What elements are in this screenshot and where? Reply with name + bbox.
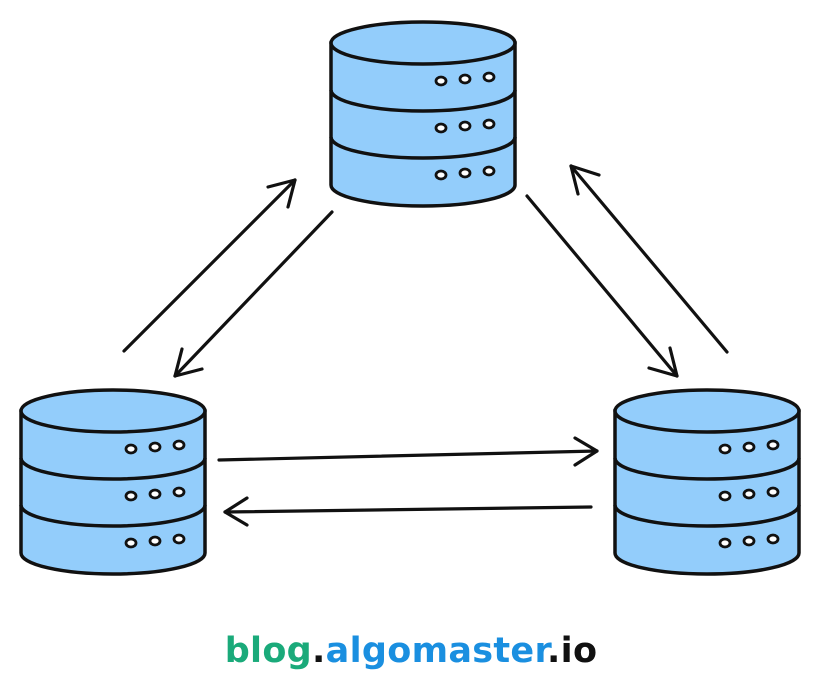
- watermark-io: io: [560, 631, 598, 671]
- site-watermark: blog.algomaster.io: [0, 626, 822, 676]
- watermark-dot-1: .: [312, 631, 326, 671]
- arrow-right-to-left: [223, 496, 593, 527]
- watermark-dot-2: .: [547, 631, 561, 671]
- watermark-blog: blog: [224, 631, 313, 671]
- arrow-right-to-top: [569, 164, 729, 354]
- arrow-top-to-right: [525, 194, 679, 378]
- arrow-left-to-top: [122, 178, 297, 353]
- arrow-top-to-left: [173, 210, 334, 378]
- watermark-algomaster: algomaster: [325, 631, 548, 671]
- database-left-icon: [19, 388, 207, 576]
- database-top-icon: [329, 20, 517, 208]
- database-right-icon: [613, 388, 801, 576]
- arrow-left-to-right: [217, 436, 599, 467]
